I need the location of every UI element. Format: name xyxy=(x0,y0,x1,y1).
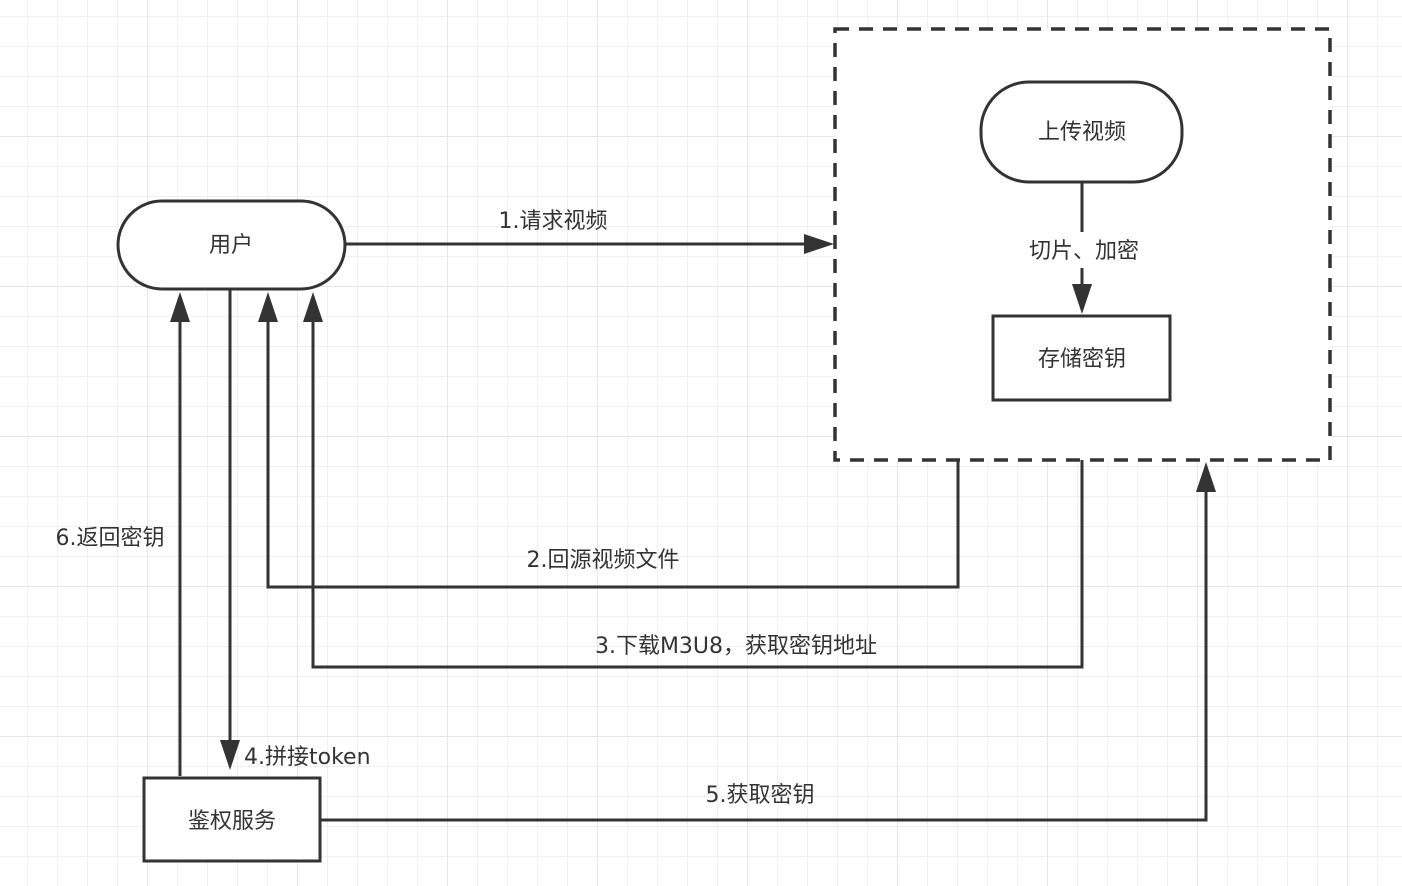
edge-label-slice-encrypt: 切片、加密 xyxy=(1029,239,1139,264)
node-store-key-shape[interactable] xyxy=(991,314,1172,402)
edge-line xyxy=(311,318,1084,669)
edge-return-video-file xyxy=(258,292,960,589)
arrowhead xyxy=(804,234,834,254)
node-user-label: 用户 xyxy=(209,233,253,258)
edge-line xyxy=(320,488,1208,822)
edge-label-request-video: 1.请求视频 xyxy=(499,209,608,234)
edge-label-fetch-key: 5.获取密钥 xyxy=(706,783,815,808)
node-store-key[interactable]: 存储密钥 xyxy=(991,314,1172,402)
edge-label-return-video-file: 2.回源视频文件 xyxy=(527,548,680,573)
node-user[interactable]: 用户 xyxy=(116,199,347,291)
node-store-key-label: 存储密钥 xyxy=(1038,347,1126,372)
edge-label-append-token: 4.拼接token xyxy=(244,745,371,770)
arrowhead xyxy=(170,292,190,322)
arrowhead xyxy=(303,292,323,322)
edge-slice-encrypt xyxy=(1072,183,1092,314)
node-auth-service-shape[interactable] xyxy=(142,776,322,863)
edge-label-download-m3u8: 3.下载M3U8，获取密钥地址 xyxy=(595,634,877,659)
node-upload-video[interactable]: 上传视频 xyxy=(979,80,1184,184)
edge-fetch-key xyxy=(320,462,1216,822)
edge-download-m3u8 xyxy=(303,292,1084,669)
edge-label-return-key: 6.返回密钥 xyxy=(56,526,165,551)
edge-request-video xyxy=(346,234,834,254)
edge-return-key xyxy=(170,292,190,776)
node-upload-video-shape[interactable] xyxy=(979,80,1184,184)
node-auth-service-label: 鉴权服务 xyxy=(188,809,276,834)
edge-line xyxy=(266,318,960,589)
arrowhead xyxy=(258,292,278,322)
arrowhead xyxy=(220,740,240,770)
arrowhead xyxy=(1072,284,1092,314)
node-auth-service[interactable]: 鉴权服务 xyxy=(142,776,322,863)
arrowhead xyxy=(1196,462,1216,492)
node-user-shape[interactable] xyxy=(116,199,347,291)
edge-append-token xyxy=(220,290,240,770)
node-upload-video-label: 上传视频 xyxy=(1038,120,1126,145)
